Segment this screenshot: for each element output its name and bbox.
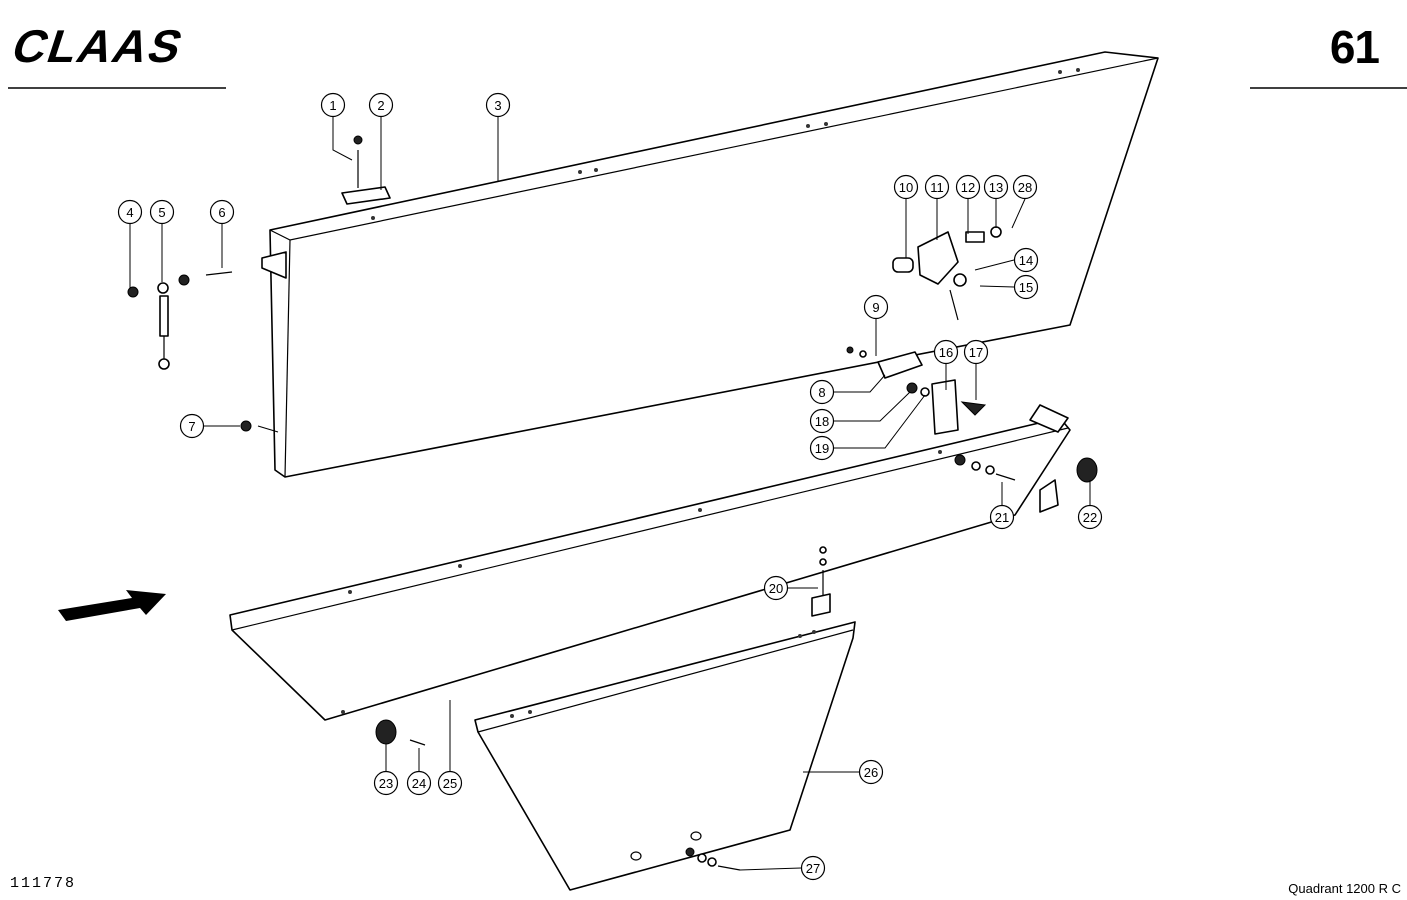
svg-text:8: 8 [818, 385, 825, 400]
svg-text:16: 16 [939, 345, 953, 360]
bolt-set-21 [954, 454, 1016, 481]
callout-25: 25 [437, 770, 463, 796]
callout-3: 3 [485, 92, 511, 118]
svg-text:7: 7 [188, 419, 195, 434]
upper-side-panel [261, 51, 1159, 478]
svg-text:24: 24 [412, 776, 426, 791]
reflector [375, 719, 426, 746]
lower-flap [474, 621, 856, 891]
svg-text:26: 26 [864, 765, 878, 780]
svg-text:23: 23 [379, 776, 393, 791]
callout-5: 5 [149, 199, 175, 225]
callout-21: 21 [989, 504, 1015, 530]
brand-logo-text: CLAAS [6, 21, 191, 73]
svg-text:25: 25 [443, 776, 457, 791]
callout-20: 20 [763, 575, 789, 601]
callout-17: 17 [963, 339, 989, 365]
svg-text:20: 20 [769, 581, 783, 596]
callout-15: 15 [1013, 274, 1039, 300]
callout-28: 28 [1012, 174, 1038, 200]
callout-14: 14 [1013, 247, 1039, 273]
svg-text:27: 27 [806, 861, 820, 876]
hinge-plate [341, 135, 391, 205]
brand-logo: CLAAS [6, 21, 226, 89]
svg-text:4: 4 [126, 205, 133, 220]
lock-housing [846, 346, 923, 379]
rubber-buffer [240, 420, 252, 432]
callout-4: 4 [117, 199, 143, 225]
model-name: Quadrant 1200 R C [1288, 881, 1401, 896]
callout-16: 16 [933, 339, 959, 365]
callout-22: 22 [1077, 504, 1103, 530]
drawing-number: 111778 [10, 875, 77, 892]
svg-text:21: 21 [995, 510, 1009, 525]
callout-8: 8 [809, 379, 835, 405]
callout-24: 24 [406, 770, 432, 796]
callout-2: 2 [368, 92, 394, 118]
bolt-set-20 [811, 546, 831, 617]
callout-27: 27 [800, 855, 826, 881]
arrow-right-icon [58, 590, 166, 621]
svg-text:10: 10 [899, 180, 913, 195]
svg-text:9: 9 [872, 300, 879, 315]
callout-19: 19 [809, 435, 835, 461]
callout-11: 11 [924, 174, 950, 200]
leader-lines [129, 117, 1091, 871]
svg-text:11: 11 [930, 180, 944, 195]
svg-text:28: 28 [1018, 180, 1032, 195]
callout-26: 26 [858, 759, 884, 785]
svg-text:2: 2 [377, 98, 384, 113]
svg-text:15: 15 [1019, 280, 1033, 295]
striker-plate [906, 379, 987, 435]
callout-13: 13 [983, 174, 1009, 200]
svg-text:5: 5 [158, 205, 165, 220]
gas-strut [127, 271, 233, 370]
svg-text:19: 19 [815, 441, 829, 456]
svg-text:3: 3 [494, 98, 501, 113]
callout-10: 10 [893, 174, 919, 200]
svg-text:22: 22 [1083, 510, 1097, 525]
svg-text:1: 1 [329, 98, 336, 113]
svg-text:14: 14 [1019, 253, 1033, 268]
page-number: 61 [1329, 21, 1380, 73]
svg-text:18: 18 [815, 414, 829, 429]
callout-1: 1 [320, 92, 346, 118]
svg-text:12: 12 [961, 180, 975, 195]
knob [1076, 457, 1098, 483]
svg-text:17: 17 [969, 345, 983, 360]
callout-7: 7 [179, 413, 205, 439]
callout-6: 6 [209, 199, 235, 225]
callout-18: 18 [809, 408, 835, 434]
bolt-set-27 [685, 847, 741, 871]
callout-23: 23 [373, 770, 399, 796]
svg-text:6: 6 [218, 205, 225, 220]
latch-assembly [892, 226, 1002, 321]
callout-9: 9 [863, 294, 889, 320]
svg-text:13: 13 [989, 180, 1003, 195]
callout-12: 12 [955, 174, 981, 200]
lower-main-panel [229, 404, 1071, 721]
